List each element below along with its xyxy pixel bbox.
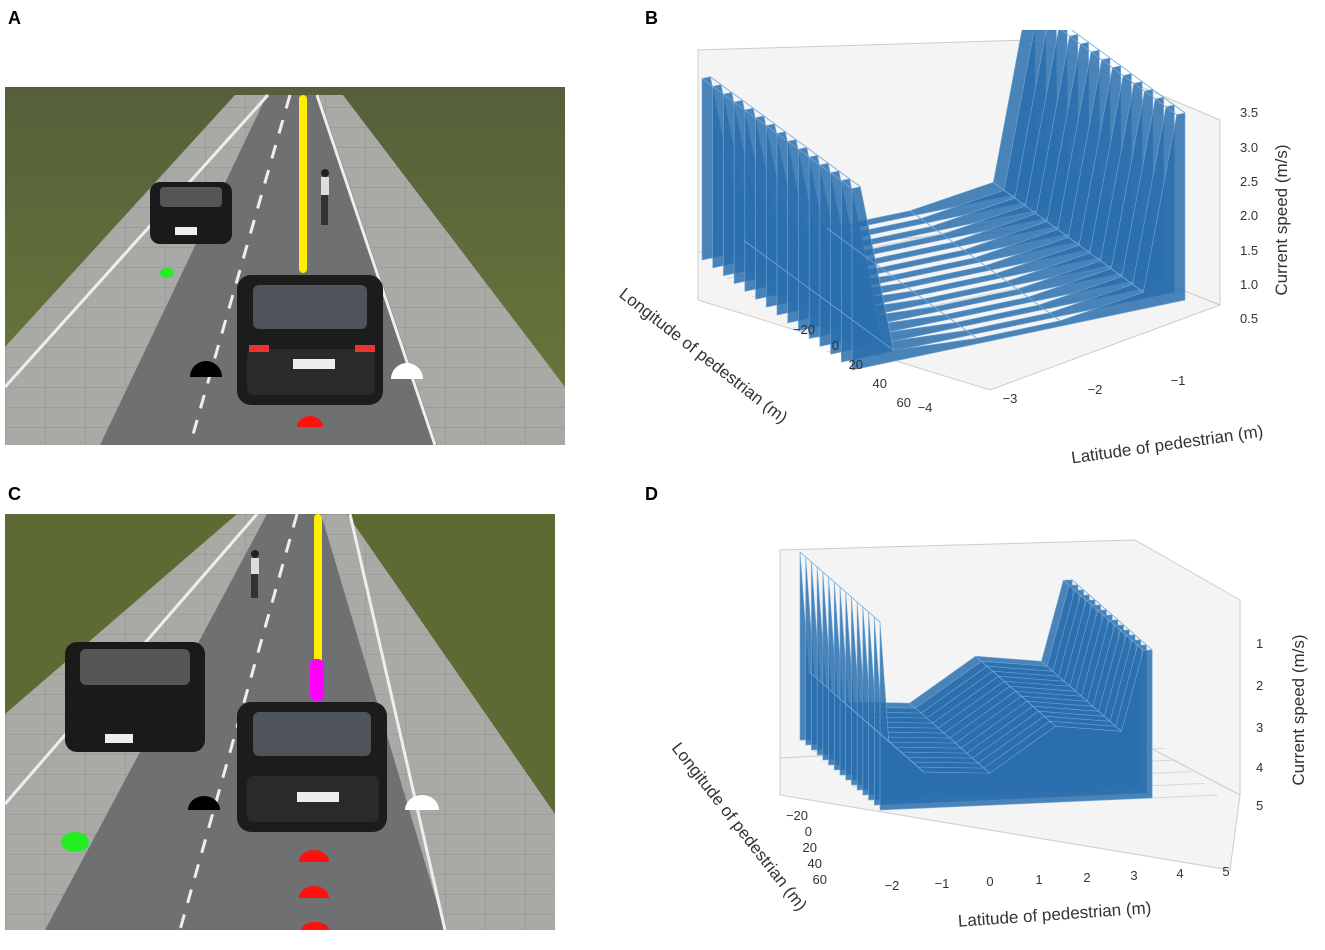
surface-rib [826,227,978,339]
panel-label-b: B [645,8,658,28]
panel-label-d: D [645,484,658,504]
z-tick-label: 3.0 [1240,140,1258,155]
marker-red [299,850,329,862]
marker-green [160,268,174,278]
lane-dash [188,94,292,445]
x-tick-label: −1 [1171,373,1186,388]
surface [799,551,1153,811]
surface-rib [909,702,991,774]
surface-rib [975,655,1056,727]
trajectory-yellow [314,514,322,664]
marker-red [297,416,323,427]
lane-edge-right [348,514,447,930]
surface [701,30,1186,371]
y-tick-label: −20 [786,808,808,823]
lane-edge-left [5,93,270,389]
panel-label-c: C [8,484,21,504]
ego-car [237,275,383,405]
z-tick-label: 2 [1256,678,1263,693]
y-tick-label: 60 [897,395,911,410]
y-tick-label: 40 [873,376,887,391]
x-tick-label: 1 [1035,872,1042,887]
surface-rib [843,701,925,773]
z-axis-label: Current speed (m/s) [1272,144,1291,295]
pedestrian [321,169,329,225]
marker-green [61,832,89,852]
x-tick-label: −4 [918,400,933,415]
surface-rib [1071,30,1186,114]
y-tick-label: 60 [813,872,827,887]
x-tick-label: 4 [1176,866,1183,881]
surface-rib [1071,579,1153,651]
z-tick-label: 1 [1256,636,1263,651]
y-tick-label: 0 [832,338,839,353]
x-tick-label: −2 [1088,382,1103,397]
surface-plot-b-svg: −4−3−2−1−2002040603.53.02.52.01.51.00.5 … [616,30,1291,468]
ego-car [237,702,387,832]
surface-rib [710,76,861,188]
y-tick-label: 0 [805,824,812,839]
z-tick-label: 0.5 [1240,311,1258,326]
z-tick-label: 1.5 [1240,243,1258,258]
x-axis-label: Latitude of pedestrian (m) [957,898,1152,930]
marker-red [299,886,329,898]
z-tick-label: 2.5 [1240,174,1258,189]
z-tick-label: 2.0 [1240,208,1258,223]
z-tick-label: 5 [1256,798,1263,813]
y-tick-label: −20 [793,322,815,337]
x-tick-label: −3 [1003,391,1018,406]
x-tick-label: 3 [1130,868,1137,883]
car-far [150,182,232,244]
car-left [65,642,205,752]
x-tick-label: 5 [1222,864,1229,879]
trajectory-magenta [310,659,324,701]
x-tick-label: −1 [935,876,950,891]
simulation-scene-a [5,87,565,445]
marker-black [188,796,220,810]
marker-white [405,795,439,810]
z-axis-label: Current speed (m/s) [1289,634,1308,785]
surface-rib [1063,580,1144,651]
surface-rib [993,181,1144,293]
y-tick-label: 20 [849,357,863,372]
x-tick-label: 0 [986,874,993,889]
surface-rib [799,551,881,623]
scene-c-image [5,514,555,930]
x-axis-label: Latitude of pedestrian (m) [1070,422,1264,468]
marker-red [301,922,329,930]
z-tick-label: 3.5 [1240,105,1258,120]
z-tick-label: 1.0 [1240,277,1258,292]
marker-black [190,361,222,377]
surface-rib [1060,30,1177,116]
trajectory-yellow [299,95,307,273]
simulation-scene-c [5,514,555,930]
y-tick-label: 40 [808,856,822,871]
surface-rib [743,239,894,351]
surface-rib [701,78,853,189]
x-tick-label: −2 [885,878,900,893]
y-tick-label: 20 [803,840,817,855]
scene-a-image [5,87,565,445]
panel-label-a: A [8,8,21,28]
marker-white [391,363,423,379]
lane-edge-right [315,94,437,445]
surface-rib [1041,660,1122,732]
x-tick-label: 2 [1083,870,1090,885]
z-tick-label: 3 [1256,720,1263,735]
surface-rib [909,210,1061,322]
tick-labels: −4 −3 −2 −1 −20 0 20 40 60 3.5 3.0 2.5 2.0 1.5 1.0 0.5 [793,105,1258,415]
z-tick-label: 4 [1256,760,1263,775]
pedestrian [251,550,259,598]
